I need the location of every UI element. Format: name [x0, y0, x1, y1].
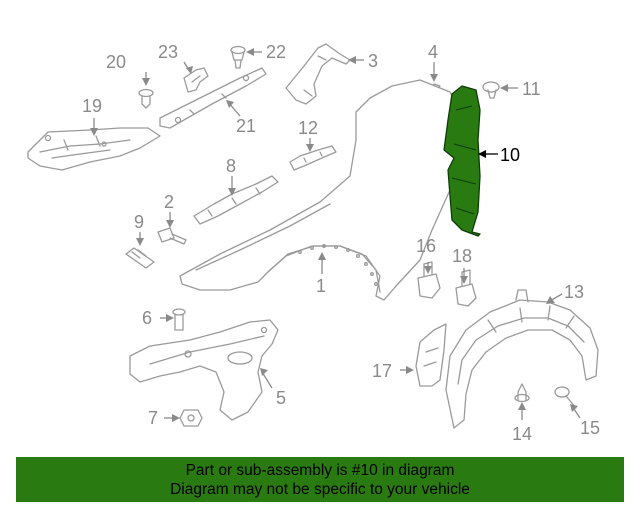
part-8-stiffener [193, 175, 279, 225]
callout-2: 2 [164, 192, 174, 212]
part-17-bracket [415, 323, 447, 387]
callout-7: 7 [148, 408, 158, 428]
part-9-bolt [125, 247, 155, 269]
callout-9: 9 [134, 212, 144, 232]
callout-20: 20 [106, 52, 126, 72]
callout-15: 15 [580, 418, 600, 438]
part-14-clip [514, 383, 530, 403]
part-12-bracket [289, 145, 337, 171]
callout-19: 19 [82, 96, 102, 116]
part-11-clip [482, 81, 500, 99]
part-18-clip [455, 269, 477, 307]
part-6-bolt [172, 308, 186, 331]
part-2-bolt [157, 227, 187, 245]
footer-line-2: Diagram may not be specific to your vehi… [170, 481, 470, 498]
callout-14: 14 [512, 424, 532, 444]
part-1-fender [179, 79, 461, 301]
part-20-clip [138, 88, 154, 109]
callout-18: 18 [452, 246, 472, 266]
callout-6: 6 [142, 308, 152, 328]
callout-10: 10 [500, 145, 520, 165]
part-5-lower-bracket [129, 319, 279, 421]
callout-22: 22 [266, 42, 286, 62]
callout-5: 5 [276, 388, 286, 408]
part-3-upper-bracket [285, 43, 351, 105]
callout-16: 16 [416, 236, 436, 256]
part-13-fender-liner [445, 289, 599, 429]
footer-line-1: Part or sub-assembly is #10 in diagram [185, 462, 455, 479]
part-7-nut [179, 409, 203, 427]
callout-4: 4 [428, 42, 438, 62]
part-23-bracket [183, 67, 209, 93]
part-21-bracket [159, 67, 267, 129]
callout-11: 11 [522, 79, 541, 99]
callout-3: 3 [368, 51, 378, 71]
callout-1: 1 [316, 276, 326, 296]
callout-labels: 1 2 3 4 5 6 7 8 9 10 11 12 13 14 15 16 1… [82, 42, 600, 444]
part-19-splash-shield [27, 127, 161, 171]
callout-13: 13 [564, 282, 584, 302]
callout-8: 8 [226, 156, 236, 176]
fender-hole-row [298, 244, 378, 286]
part-22-fastener [230, 45, 246, 69]
callout-12: 12 [298, 118, 318, 138]
parts-diagram: 1 2 3 4 5 6 7 8 9 10 11 12 13 14 15 16 1… [27, 42, 600, 444]
leader-arrows [90, 48, 578, 422]
part-10-highlighted [443, 85, 481, 237]
footer-banner: Part or sub-assembly is #10 in diagram D… [16, 457, 624, 502]
callout-17: 17 [372, 361, 392, 381]
callout-21: 21 [236, 116, 256, 136]
callout-23: 23 [158, 42, 178, 62]
